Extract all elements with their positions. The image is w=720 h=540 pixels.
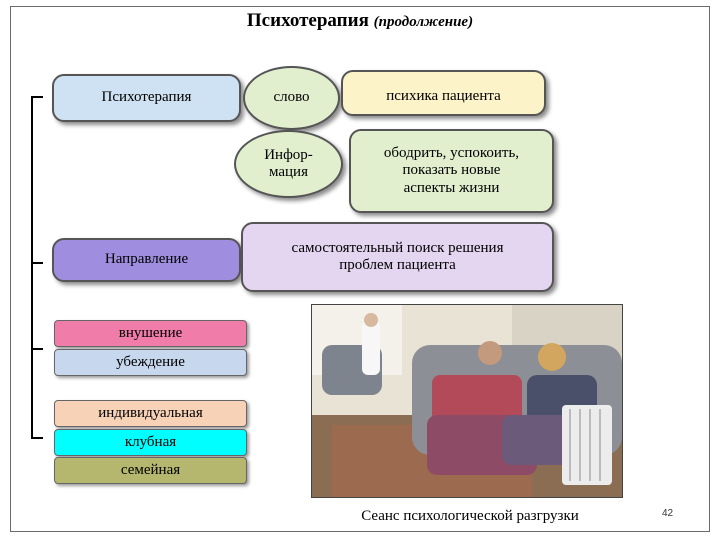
bracket-tick-direction bbox=[31, 262, 43, 264]
bracket-vertical-line bbox=[31, 96, 33, 438]
photo-caption: Сеанс психологической разгрузки bbox=[361, 508, 579, 524]
form-family-bar: семейная bbox=[54, 457, 247, 484]
slide-frame bbox=[10, 6, 710, 532]
patient-psyche-box: психика пациента bbox=[341, 70, 546, 116]
photo-illustration bbox=[312, 305, 622, 497]
direction-box: Направление bbox=[52, 238, 241, 282]
method-suggestion-bar: внушение bbox=[54, 320, 247, 347]
slide-title: Психотерапия (продолжение) bbox=[0, 10, 720, 32]
independent-search-box: самостоятельный поиск решения проблем па… bbox=[241, 222, 554, 292]
form-club-bar: клубная bbox=[54, 429, 247, 456]
form-individual-bar: индивидуальная bbox=[54, 400, 247, 427]
information-oval: Инфор- мация bbox=[234, 130, 343, 198]
bracket-tick-methods bbox=[31, 348, 43, 350]
method-persuasion-bar: убеждение bbox=[54, 349, 247, 376]
word-oval: слово bbox=[243, 66, 340, 130]
bracket-tick-psychotherapy bbox=[31, 96, 43, 98]
psychotherapy-box: Психотерапия bbox=[52, 74, 241, 122]
title-main: Психотерапия bbox=[246, 10, 369, 31]
relaxation-session-photo bbox=[311, 304, 623, 498]
bracket-tick-forms bbox=[31, 437, 43, 439]
encourage-box: ободрить, успокоить, показать новые аспе… bbox=[349, 129, 554, 213]
page-number: 42 bbox=[662, 508, 674, 519]
title-subtitle: (продолжение) bbox=[373, 14, 474, 30]
